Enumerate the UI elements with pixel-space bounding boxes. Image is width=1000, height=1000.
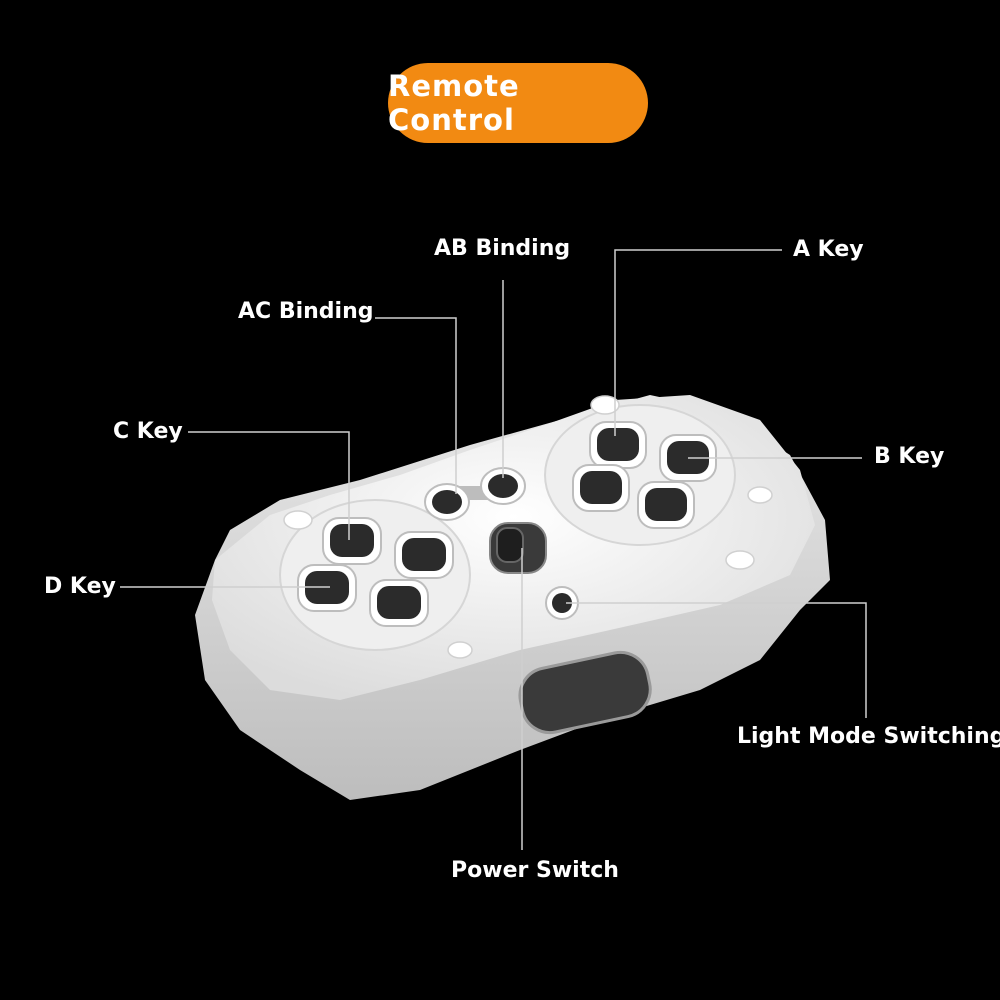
label-light-mode-switching: Light Mode Switching	[737, 724, 1000, 749]
left-cluster-button-4[interactable]	[369, 579, 429, 627]
a-key-button[interactable]	[589, 421, 647, 469]
a-key-leader	[614, 249, 782, 436]
device-body	[195, 395, 830, 800]
right-cluster-button-3[interactable]	[572, 464, 630, 512]
light-mode-button[interactable]	[545, 586, 579, 620]
ac-binding-leader	[375, 317, 457, 494]
label-b-key: B Key	[874, 444, 945, 469]
label-d-key: D Key	[44, 574, 116, 599]
title-pill: Remote Control	[388, 63, 648, 143]
c-key-leader	[188, 431, 350, 540]
label-a-key: A Key	[793, 237, 864, 262]
lego-studs	[283, 395, 773, 659]
ac-binding-button[interactable]	[424, 483, 470, 521]
label-ab-binding: AB Binding	[434, 236, 571, 261]
left-key-cluster	[297, 517, 454, 627]
label-power-switch: Power Switch	[451, 858, 619, 883]
label-ac-binding: AC Binding	[238, 299, 374, 324]
label-c-key: C Key	[113, 419, 183, 444]
power-switch[interactable]	[489, 522, 547, 574]
page-title: Remote Control	[388, 69, 520, 137]
binding-buttons	[424, 467, 526, 521]
leader-lines	[120, 249, 867, 850]
d-key-button[interactable]	[297, 564, 357, 612]
light-mode-leader	[566, 602, 867, 718]
c-key-button[interactable]	[322, 517, 382, 565]
left-cluster-button-2[interactable]	[394, 531, 454, 579]
right-key-cluster	[572, 421, 717, 529]
right-cluster-button-4[interactable]	[637, 481, 695, 529]
